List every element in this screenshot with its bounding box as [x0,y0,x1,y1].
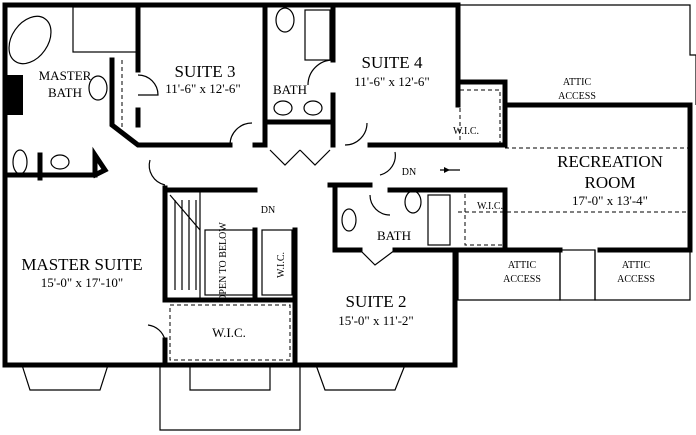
stairs [169,190,201,300]
walls [2,2,693,368]
attic-left-line1: ATTIC [508,260,537,271]
attic-right-line1: ATTIC [622,260,651,271]
wic-master-label: W.I.C. [212,325,246,340]
attic-right-line2: ACCESS [617,274,655,285]
attic-outline [457,4,696,301]
master-bath-label-line1: MASTER [39,68,92,83]
suite2-size: 15'-0" x 11'-2" [338,313,413,328]
wic-hall-label: W.I.C. [276,252,287,278]
attic-top-line1: ATTIC [563,77,592,88]
recreation-size: 17'-0" x 13'-4" [572,193,648,208]
dn-hall-label: DN [402,167,416,178]
bath-suite2-label: BATH [377,228,411,243]
master-suite-size: 15'-0" x 17'-10" [41,275,123,290]
arrow-icon [444,167,450,173]
fixtures [3,6,690,431]
suite3-size: 11'-6" x 12'-6" [165,81,240,96]
suite3-name: SUITE 3 [175,62,236,81]
bath-top-label: BATH [273,82,307,97]
attic-left-line2: ACCESS [503,274,541,285]
recreation-name-line1: RECREATION [557,152,663,171]
master-bath-label-line2: BATH [48,85,82,100]
suite2-name: SUITE 2 [346,292,407,311]
suite4-name: SUITE 4 [362,53,423,72]
suite4-size: 11'-6" x 12'-6" [354,74,429,89]
dn-stairs-label: DN [261,205,275,216]
wic-suite4-label: W.I.C. [453,126,479,137]
master-suite-name: MASTER SUITE [21,255,142,274]
wic-rec-label: W.I.C. [477,201,503,212]
open-to-below-label: OPEN TO BELOW [218,222,229,302]
door-swings [137,59,396,341]
recreation-name-line2: ROOM [584,173,635,192]
attic-top-line2: ACCESS [558,91,596,102]
